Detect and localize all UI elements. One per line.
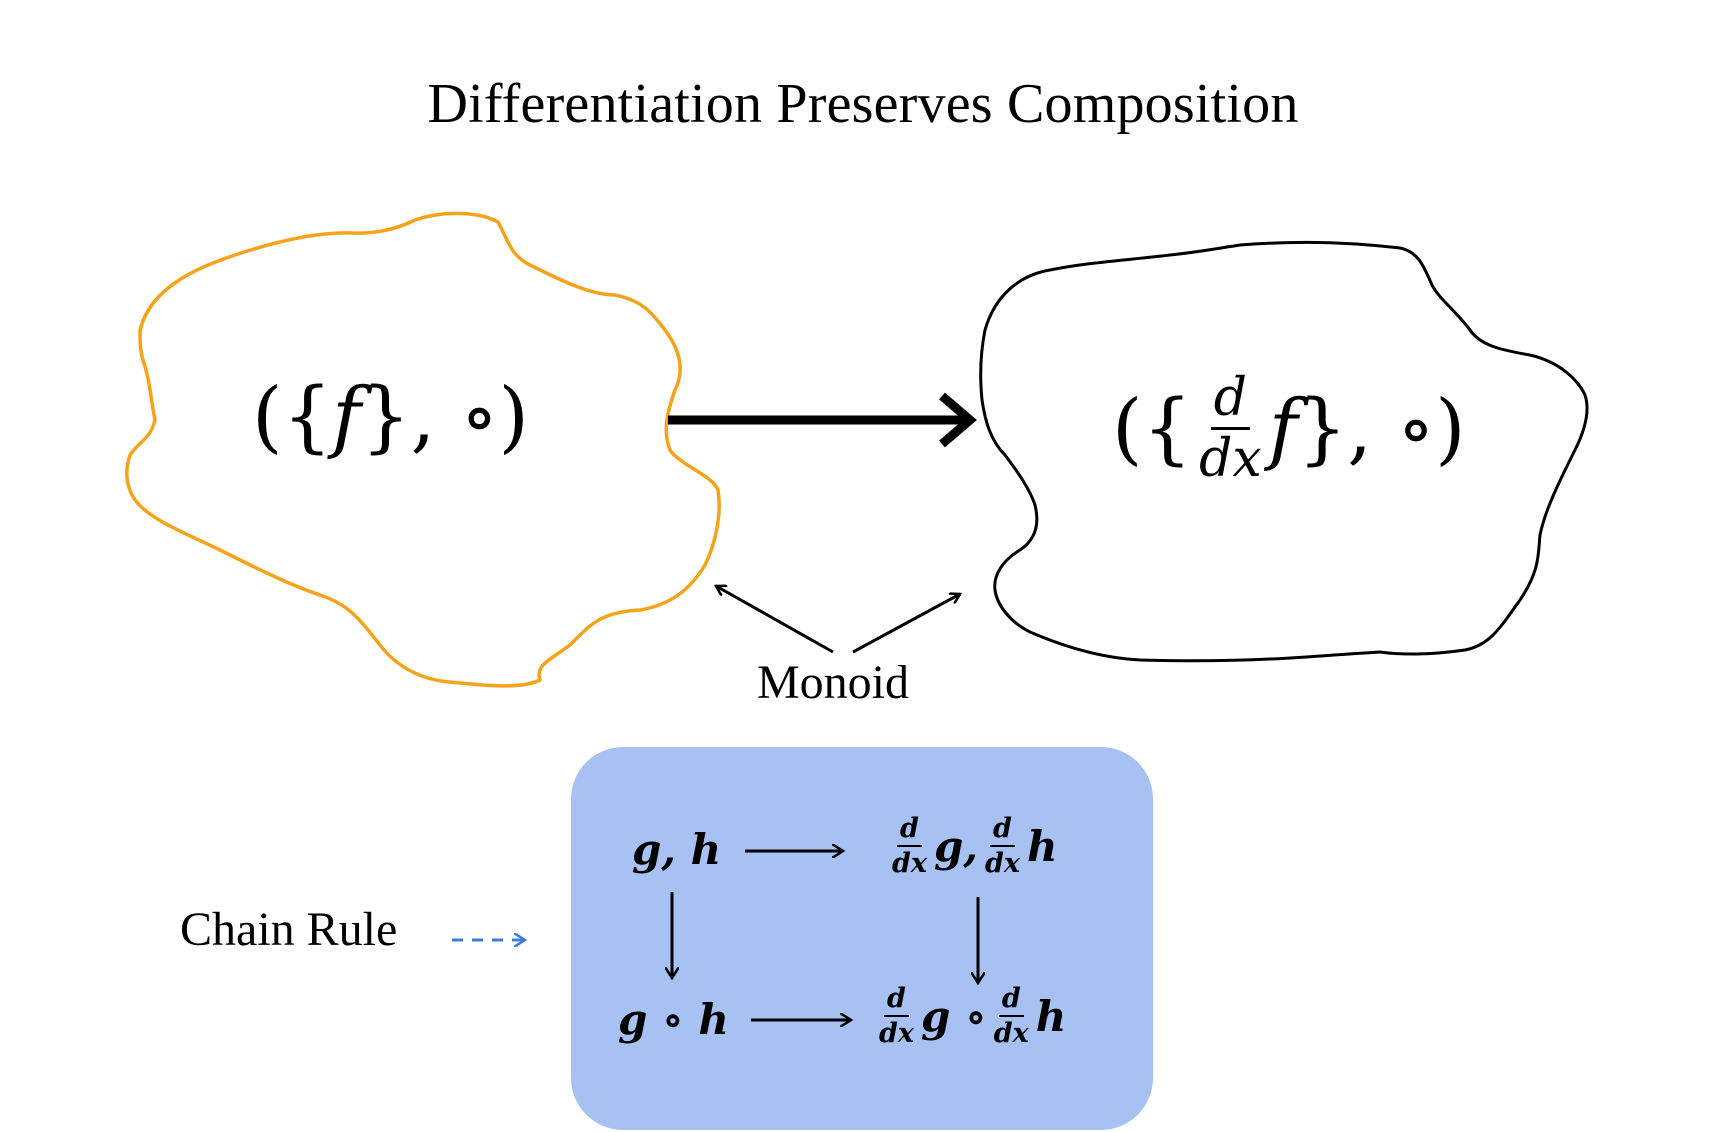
- derivative-numerator: d: [998, 985, 1024, 1017]
- left-monoid-label: ({f}, ∘): [252, 372, 529, 462]
- close-paren: ): [498, 372, 529, 462]
- derivative-numerator: d: [1210, 372, 1251, 430]
- compose-operator: ∘: [460, 372, 499, 462]
- close-brace: }: [1297, 383, 1348, 474]
- g-term: g,: [933, 821, 978, 871]
- derivative-numerator: d: [897, 815, 922, 847]
- chain-rule-label: Chain Rule: [180, 903, 398, 956]
- derivative-numerator: d: [990, 815, 1015, 847]
- compose-operator: ∘: [1396, 383, 1436, 474]
- function-variable: f: [1268, 383, 1298, 474]
- square-top-left: g, h: [632, 825, 722, 874]
- derivative-denominator: dx: [1199, 429, 1262, 489]
- derivative-denominator: dx: [892, 848, 927, 879]
- g-term: g ∘: [920, 991, 987, 1041]
- derivative-numerator: d: [884, 985, 909, 1017]
- monoid-arrow-left: [716, 586, 834, 654]
- derivative-denominator: dx: [879, 1018, 914, 1049]
- chain-rule-box: [571, 747, 1153, 1130]
- monoid-label: Monoid: [757, 656, 910, 709]
- monoid-arrow-right: [852, 594, 960, 654]
- h-term: h: [1035, 991, 1067, 1041]
- open-paren: (: [1112, 383, 1143, 474]
- left-monoid-outline: [124, 211, 721, 688]
- diagram-title: Differentiation Preserves Composition: [427, 73, 1299, 135]
- function-variable: f: [332, 372, 361, 462]
- derivative-denominator: dx: [984, 848, 1020, 879]
- right-monoid-outline: [979, 240, 1589, 663]
- derivative-denominator: dx: [993, 1018, 1029, 1049]
- h-term: h: [1026, 821, 1058, 871]
- comma: ,: [1347, 383, 1373, 474]
- open-brace: {: [1142, 383, 1193, 474]
- close-paren: ): [1435, 383, 1466, 474]
- close-brace: }: [360, 372, 411, 462]
- square-bottom-left: g ∘ h: [618, 995, 729, 1044]
- open-brace: {: [282, 372, 333, 462]
- open-paren: (: [252, 372, 283, 462]
- comma: ,: [410, 372, 436, 462]
- main-arrow-head: [939, 392, 977, 448]
